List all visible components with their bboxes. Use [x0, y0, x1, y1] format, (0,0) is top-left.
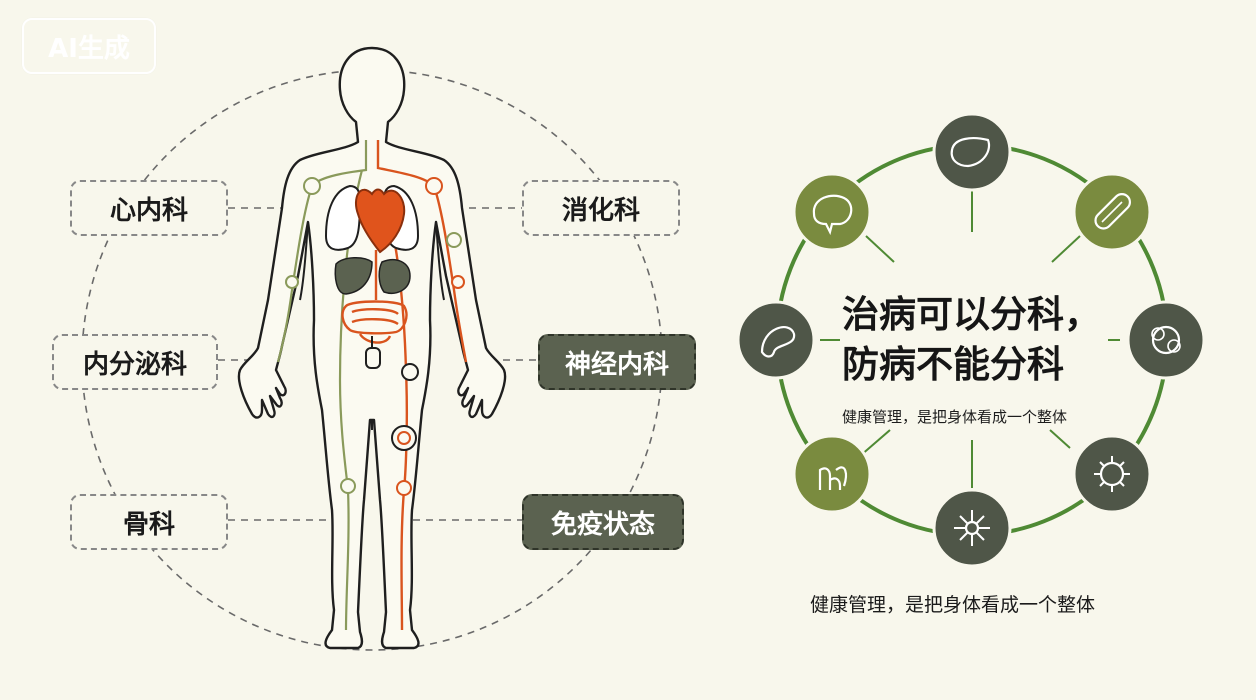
intestines: [341, 300, 408, 344]
label-gastroenterology: 消化科: [522, 180, 680, 236]
headline: 治病可以分科， 防病不能分科: [842, 290, 1112, 390]
lungs-icon: [1126, 300, 1206, 380]
liver: [334, 257, 373, 295]
ring-spokes: [820, 190, 1120, 488]
liver-icon: [932, 112, 1012, 192]
label-endocrinology: 内分泌科: [52, 334, 218, 390]
stomach-icon: [792, 434, 872, 514]
ai-generated-watermark: AI生成: [22, 18, 156, 74]
ring-subtitle: 健康管理，是把身体看成一个整体: [842, 408, 1068, 426]
headline-line-2: 防病不能分科: [842, 343, 1064, 386]
bottom-caption: 健康管理，是把身体看成一个整体: [810, 594, 1096, 616]
colon-icon: [736, 300, 816, 380]
virus-icon: [1072, 434, 1152, 514]
intestine-icon: [1072, 172, 1152, 252]
label-cardiology: 心内科: [70, 180, 228, 236]
label-neurology: 神经内科: [538, 334, 696, 390]
joint-markers: [285, 177, 465, 496]
label-immunity: 免疫状态: [522, 494, 684, 550]
label-orthopedics: 骨科: [70, 494, 228, 550]
human-body: [237, 46, 507, 650]
stomach: [378, 258, 411, 294]
neuron-icon: [932, 488, 1012, 568]
headline-line-1: 治病可以分科，: [842, 293, 1101, 336]
brain-icon: [792, 172, 872, 252]
heart: [354, 188, 406, 254]
